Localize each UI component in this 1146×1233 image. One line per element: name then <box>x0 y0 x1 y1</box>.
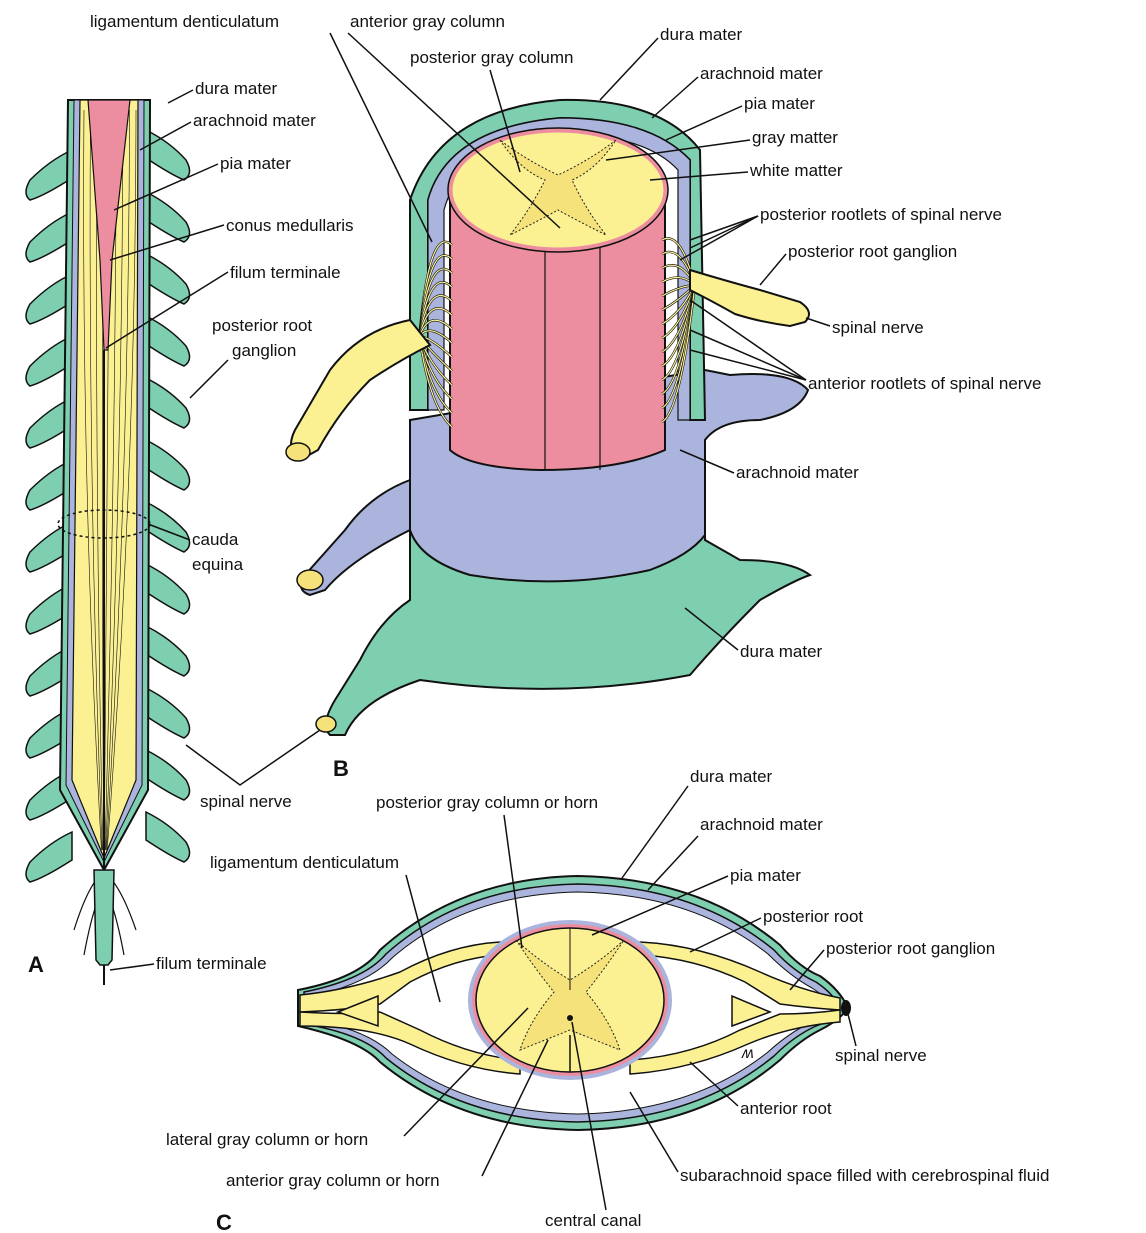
panel-a-letter: A <box>28 952 44 977</box>
a-label-pia-mater: pia mater <box>220 154 291 173</box>
panel-a-nerve-branch-left <box>26 150 72 200</box>
b-leader-arachnoid-mater-top <box>652 77 698 118</box>
c-label-anterior-root: anterior root <box>740 1099 832 1118</box>
c-label-lateral-gray-column: lateral gray column or horn <box>166 1130 368 1149</box>
b-label-spinal-nerve: spinal nerve <box>832 318 924 337</box>
b-label-arachnoid-mater-top: arachnoid mater <box>700 64 823 83</box>
panel-a-nerve-branch-right <box>146 812 190 862</box>
panel-a-nerve-branch-right <box>146 254 190 304</box>
panel-a-nerve-branch-right <box>146 316 190 366</box>
b-leader-posterior-root-ganglion <box>760 254 786 285</box>
b-label-arachnoid-mater-bottom: arachnoid mater <box>736 463 859 482</box>
b-label-posterior-gray-column: posterior gray column <box>410 48 573 67</box>
panel-b-letter: B <box>333 756 349 781</box>
b-leader-spinal-nerve <box>806 318 830 326</box>
a-label-dura-mater: dura mater <box>195 79 278 98</box>
b-label-dura-mater-bottom: dura mater <box>740 642 823 661</box>
c-leader-arachnoid-mater <box>648 836 698 890</box>
a-label-arachnoid-mater: arachnoid mater <box>193 111 316 130</box>
a-label-cauda-equina-1: cauda <box>192 530 239 549</box>
panel-a-nerve-branch-right <box>146 626 190 676</box>
panel-a-nerve-branch-right <box>146 688 190 738</box>
panel-a-tail-branch <box>74 880 96 930</box>
a-label-conus-medullaris: conus medullaris <box>226 216 354 235</box>
panel-a-nerve-branch-right <box>146 378 190 428</box>
c-label-pia-mater: pia mater <box>730 866 801 885</box>
a-label-cauda-equina-2: equina <box>192 555 244 574</box>
b-label-anterior-gray-column: anterior gray column <box>350 12 505 31</box>
panel-c-artist-signature: ʍ <box>741 1045 754 1062</box>
c-leader-dura-mater <box>622 786 688 878</box>
panel-a-nerve-branch-right <box>146 502 190 552</box>
a-label-spinal-nerve: spinal nerve <box>200 792 292 811</box>
b-label-dura-mater-top: dura mater <box>660 25 743 44</box>
panel-b-right-ganglion <box>690 270 809 326</box>
panel-a-nerve-branch-right <box>146 750 190 800</box>
b-label-posterior-rootlets: posterior rootlets of spinal nerve <box>760 205 1002 224</box>
b-label-anterior-rootlets: anterior rootlets of spinal nerve <box>808 374 1041 393</box>
panel-b-left-nerve-stump <box>286 443 310 461</box>
b-leader-dura-mater-top <box>600 38 658 100</box>
panel-a-tail-branch <box>112 880 136 930</box>
a-label-filum-terminale-lower: filum terminale <box>156 954 267 973</box>
b-label-white-matter: white matter <box>749 161 843 180</box>
panel-c-central-canal <box>567 1015 573 1021</box>
panel-a-nerve-branch-right <box>146 192 190 242</box>
c-label-arachnoid-mater: arachnoid mater <box>700 815 823 834</box>
c-label-spinal-nerve: spinal nerve <box>835 1046 927 1065</box>
c-label-central-canal: central canal <box>545 1211 641 1230</box>
a-label-posterior-root-ganglion-2: ganglion <box>232 341 296 360</box>
c-label-posterior-gray-column: posterior gray column or horn <box>376 793 598 812</box>
panel-b-illustration <box>286 100 810 735</box>
c-label-posterior-root-ganglion: posterior root ganglion <box>826 939 995 958</box>
a-leader-filum-terminale-lower <box>110 964 154 970</box>
panel-b-dura-nerve-stump <box>316 716 336 732</box>
c-label-posterior-root: posterior root <box>763 907 863 926</box>
panel-c-spinal-nerve-end <box>841 1000 851 1016</box>
b-leader-pia-mater <box>666 106 742 140</box>
c-leader-spinal-nerve <box>848 1014 856 1046</box>
panel-c-letter: C <box>216 1210 232 1233</box>
b-label-pia-mater: pia mater <box>744 94 815 113</box>
a-label-filum-terminale-upper: filum terminale <box>230 263 341 282</box>
a-leader-posterior-root-ganglion <box>190 360 228 398</box>
a-leader-dura-mater <box>168 90 193 103</box>
b-label-ligamentum-denticulatum: ligamentum denticulatum <box>90 12 279 31</box>
b-label-posterior-root-ganglion: posterior root ganglion <box>788 242 957 261</box>
panel-a-nerve-branch-left <box>26 832 72 882</box>
a-leader-spinal-nerve <box>186 730 320 785</box>
a-label-posterior-root-ganglion-1: posterior root <box>212 316 312 335</box>
c-label-subarachnoid-space: subarachnoid space filled with cerebrosp… <box>680 1166 1050 1185</box>
b-label-gray-matter: gray matter <box>752 128 838 147</box>
c-label-anterior-gray-column: anterior gray column or horn <box>226 1171 440 1190</box>
panel-a-illustration <box>26 100 190 985</box>
panel-a-nerve-branch-left <box>26 212 72 262</box>
panel-a-nerve-branch-right <box>146 564 190 614</box>
c-label-dura-mater: dura mater <box>690 767 773 786</box>
panel-a-nerve-branch-right <box>146 130 190 180</box>
panel-a-filum-sheath <box>94 870 114 965</box>
panel-b-arachnoid-nerve-stump <box>297 570 323 590</box>
panel-a-nerve-branch-right <box>146 440 190 490</box>
c-label-ligamentum-denticulatum: ligamentum denticulatum <box>210 853 399 872</box>
